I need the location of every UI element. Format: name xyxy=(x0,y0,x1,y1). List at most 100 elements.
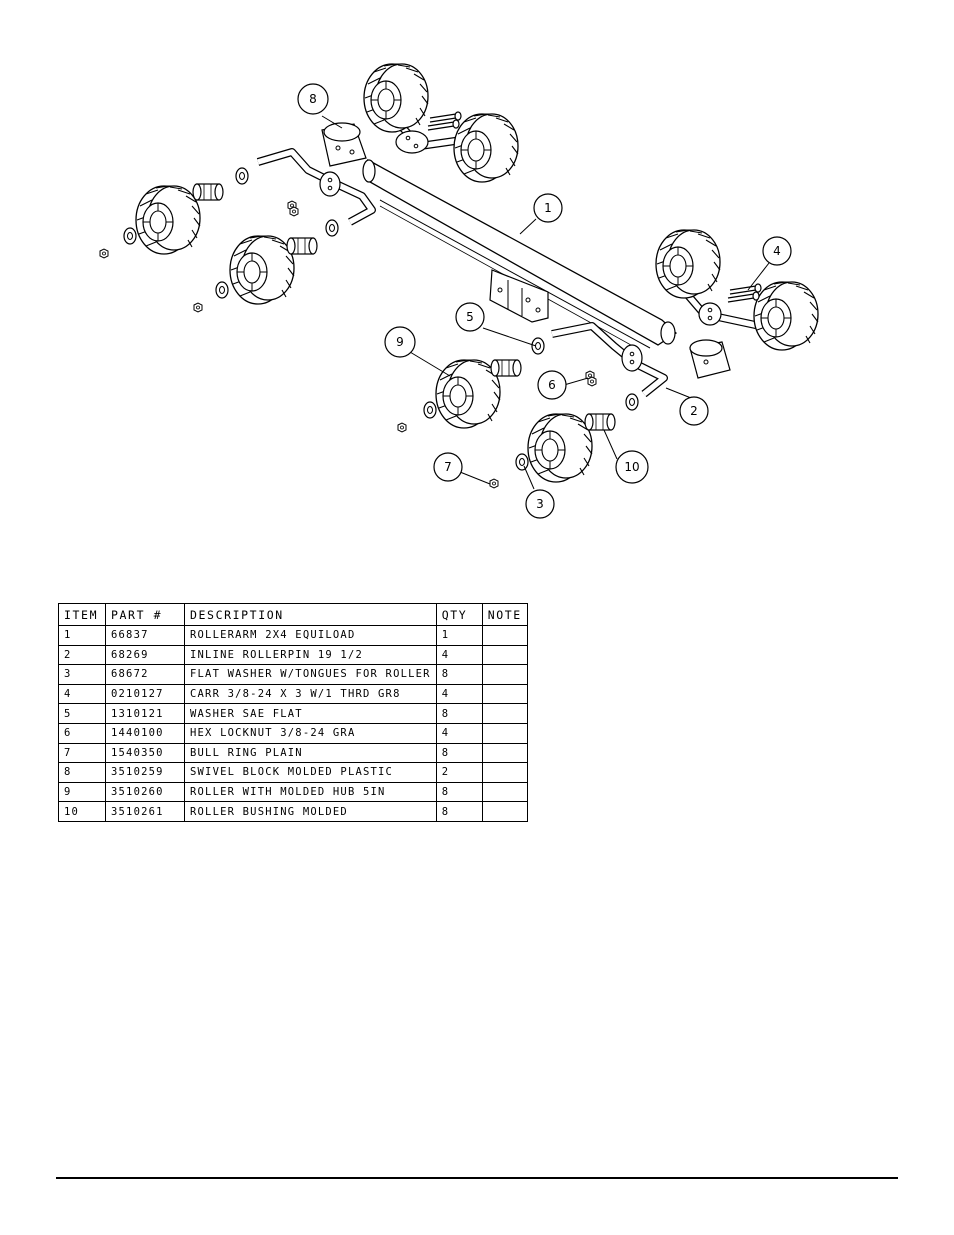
parts-list-table: ITEM PART # DESCRIPTION QTY NOTE 1 66837… xyxy=(58,603,528,822)
cell-part: 1310121 xyxy=(105,703,185,724)
cell-item: 8 xyxy=(58,762,106,783)
cell-qty: 1 xyxy=(435,625,483,646)
table-row: 4 0210127 CARR 3/8-24 X 3 W/1 THRD GR8 4 xyxy=(58,683,528,705)
header-note: NOTE xyxy=(481,603,528,626)
roller-center-upper xyxy=(435,359,501,429)
beam-bracket xyxy=(489,269,549,323)
bull-ring-left-upper xyxy=(99,248,109,259)
left-roller-pin xyxy=(256,148,376,226)
callout-5: 5 xyxy=(455,302,485,332)
table-row: 8 3510259 SWIVEL BLOCK MOLDED PLASTIC 2 xyxy=(58,762,528,783)
cell-part: 3510259 xyxy=(105,762,185,783)
cell-part: 0210127 xyxy=(105,683,185,705)
cell-part: 3510261 xyxy=(105,801,185,822)
cell-qty: 8 xyxy=(435,664,483,685)
washer-left-b xyxy=(325,219,339,237)
cell-item: 2 xyxy=(58,644,106,666)
callout-6-label: 6 xyxy=(548,378,556,392)
roller-arm-beam xyxy=(362,158,678,351)
cell-qty: 4 xyxy=(435,644,483,666)
cell-qty: 8 xyxy=(435,742,483,764)
table-header-row: ITEM PART # DESCRIPTION QTY NOTE xyxy=(58,603,528,626)
washer-tongue-left-upper xyxy=(123,227,137,245)
cell-note xyxy=(481,625,528,646)
callout-2: 2 xyxy=(679,396,709,426)
table-row: 6 1440100 HEX LOCKNUT 3/8-24 GRA 4 xyxy=(58,722,528,744)
callout-10: 10 xyxy=(615,450,649,484)
cell-part: 1540350 xyxy=(105,742,185,764)
washer-tongue-center-upper xyxy=(423,401,437,419)
cell-item: 4 xyxy=(58,683,106,705)
bushing-center-lower xyxy=(584,413,616,431)
table-row: 1 66837 ROLLERARM 2X4 EQUILOAD 1 xyxy=(58,625,528,646)
callout-4: 4 xyxy=(762,236,792,266)
bushing-left-upper xyxy=(192,183,224,201)
callout-1: 1 xyxy=(533,193,563,223)
cell-note xyxy=(481,801,528,822)
cell-description: SWIVEL BLOCK MOLDED PLASTIC xyxy=(184,762,437,783)
callout-7-label: 7 xyxy=(444,460,452,474)
washer-center-a xyxy=(531,337,545,355)
header-part-number: PART # xyxy=(105,603,185,626)
callout-8: 8 xyxy=(297,83,329,115)
cell-qty: 4 xyxy=(435,722,483,744)
cell-item: 3 xyxy=(58,664,106,685)
bushing-left-lower xyxy=(286,237,318,255)
cell-description: FLAT WASHER W/TONGUES FOR ROLLER xyxy=(184,664,437,685)
callout-leaders xyxy=(321,115,770,490)
cell-note xyxy=(481,644,528,666)
cell-item: 10 xyxy=(58,801,106,822)
header-description: DESCRIPTION xyxy=(184,603,437,626)
cell-part: 68672 xyxy=(105,664,185,685)
cell-description: ROLLER WITH MOLDED HUB 5IN xyxy=(184,781,437,803)
callout-1-label: 1 xyxy=(544,201,552,215)
callout-3: 3 xyxy=(525,489,555,519)
locknut-center-b xyxy=(587,376,597,387)
cell-description: WASHER SAE FLAT xyxy=(184,703,437,724)
callout-5-label: 5 xyxy=(466,310,474,324)
table-row: 5 1310121 WASHER SAE FLAT 8 xyxy=(58,703,528,724)
roller-top-right xyxy=(453,113,519,183)
cell-note xyxy=(481,781,528,803)
bull-ring-left-lower xyxy=(193,302,203,313)
callout-2-label: 2 xyxy=(690,404,698,418)
cell-qty: 8 xyxy=(435,781,483,803)
locknut-left-b xyxy=(289,206,299,217)
callout-6: 6 xyxy=(537,370,567,400)
swivel-block-top xyxy=(321,122,367,167)
washer-left-a xyxy=(235,167,249,185)
cell-item: 1 xyxy=(58,625,106,646)
roller-center-lower xyxy=(527,413,593,483)
callout-10-label: 10 xyxy=(624,460,639,474)
cell-item: 9 xyxy=(58,781,106,803)
callout-3-label: 3 xyxy=(536,497,544,511)
bull-ring-center-upper xyxy=(397,422,407,433)
washer-center-b xyxy=(625,393,639,411)
table-row: 3 68672 FLAT WASHER W/TONGUES FOR ROLLER… xyxy=(58,664,528,685)
cell-part: 68269 xyxy=(105,644,185,666)
cell-qty: 8 xyxy=(435,703,483,724)
table-row: 2 68269 INLINE ROLLERPIN 19 1/2 4 xyxy=(58,644,528,666)
header-item: ITEM xyxy=(58,603,106,626)
cell-part: 3510260 xyxy=(105,781,185,803)
cell-description: BULL RING PLAIN xyxy=(184,742,437,764)
roller-right-lower xyxy=(753,281,819,351)
cell-note xyxy=(481,762,528,783)
roller-top-left xyxy=(363,63,429,133)
callout-4-label: 4 xyxy=(773,244,781,258)
cell-description: INLINE ROLLERPIN 19 1/2 xyxy=(184,644,437,666)
cell-part: 1440100 xyxy=(105,722,185,744)
cell-description: ROLLER BUSHING MOLDED xyxy=(184,801,437,822)
cell-qty: 4 xyxy=(435,683,483,705)
roller-left-upper xyxy=(135,185,201,255)
callout-7: 7 xyxy=(433,452,463,482)
callout-9: 9 xyxy=(384,326,416,358)
roller-left-lower xyxy=(229,235,295,305)
cell-item: 5 xyxy=(58,703,106,724)
cell-part: 66837 xyxy=(105,625,185,646)
cell-qty: 2 xyxy=(435,762,483,783)
carriage-bolts-right xyxy=(727,283,762,303)
callout-9-label: 9 xyxy=(396,335,404,349)
swivel-block-right xyxy=(689,339,731,379)
cell-note xyxy=(481,722,528,744)
